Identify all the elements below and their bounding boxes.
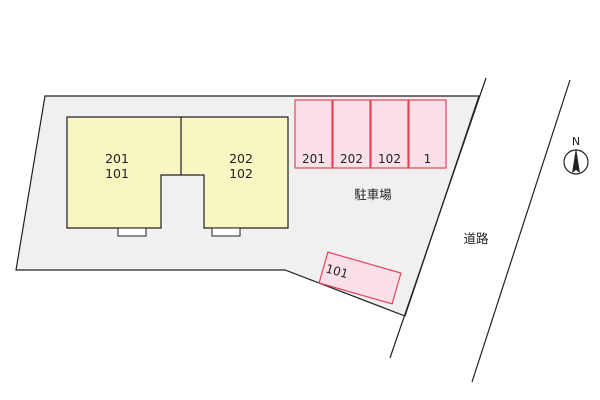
- parking-space-1: [408, 99, 447, 169]
- parking-area-label: 駐車場: [354, 187, 392, 202]
- parking-space-202: [332, 99, 371, 169]
- parking-label-102: 102: [378, 152, 401, 166]
- parking-label-1: 1: [424, 152, 432, 166]
- entrance-step-right: [211, 227, 241, 237]
- parking-space-201: [294, 99, 333, 169]
- compass-north-label: N: [572, 135, 580, 148]
- road-edge-right: [471, 79, 571, 383]
- north-compass: N: [563, 135, 589, 175]
- building-footprint: [66, 116, 289, 229]
- parking-space-102: [370, 99, 409, 169]
- parking-label-201: 201: [302, 152, 325, 166]
- entrance-step-left: [117, 227, 147, 237]
- unit-label-102: 102: [229, 166, 253, 181]
- road-edge-left: [389, 77, 487, 359]
- unit-label-101: 101: [105, 166, 129, 181]
- parking-space-extra: 101: [318, 251, 402, 305]
- unit-label-202: 202: [229, 151, 253, 166]
- parking-space-101: [318, 251, 402, 305]
- compass-arrow-icon: [572, 148, 580, 173]
- parking-row: 201 202 102 1: [294, 99, 447, 169]
- parking-label-202: 202: [340, 152, 363, 166]
- parking-label-101: 101: [324, 261, 350, 281]
- road-label: 道路: [463, 231, 489, 246]
- unit-label-201: 201: [105, 151, 129, 166]
